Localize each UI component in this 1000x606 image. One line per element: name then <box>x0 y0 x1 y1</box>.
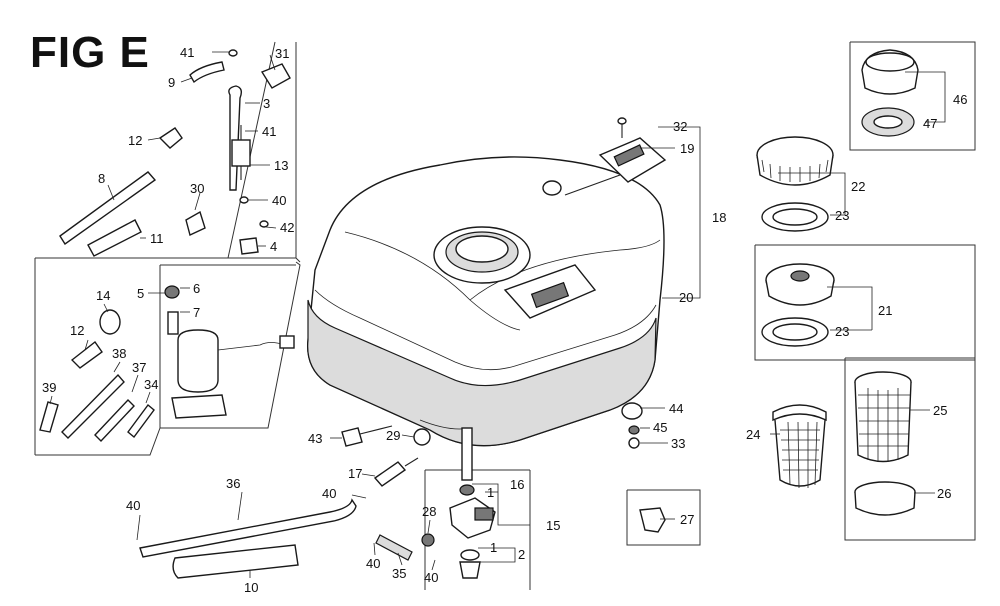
tank-fittings <box>341 402 666 533</box>
label-46: 46 <box>953 92 967 107</box>
label-2: 2 <box>518 547 525 562</box>
filler-cap-21 <box>761 263 835 347</box>
label-1: 1 <box>490 540 497 555</box>
leader-lines <box>49 51 946 578</box>
fuel-hose-35 <box>375 534 413 561</box>
label-15: 15 <box>546 518 560 533</box>
label-37: 37 <box>132 360 146 375</box>
label-12: 12 <box>128 133 142 148</box>
strainer-ring-26 <box>854 481 916 516</box>
fuel-strainer-24 <box>772 404 827 489</box>
label-40: 40 <box>366 556 380 571</box>
part-labels: 41 31 9 3 12 41 13 8 30 40 42 11 4 5 6 7… <box>42 45 967 595</box>
label-35: 35 <box>392 566 406 581</box>
label-20: 20 <box>679 290 693 305</box>
label-40: 40 <box>272 193 286 208</box>
label-4: 4 <box>270 239 277 254</box>
label-43: 43 <box>308 431 322 446</box>
label-40: 40 <box>424 570 438 585</box>
fuel-pump-panel <box>39 285 295 443</box>
fuel-cock <box>421 427 496 579</box>
label-7: 7 <box>193 305 200 320</box>
label-33: 33 <box>671 436 685 451</box>
label-30: 30 <box>190 181 204 196</box>
label-3: 3 <box>263 96 270 111</box>
label-17: 17 <box>348 466 362 481</box>
filler-cap-46 <box>861 49 919 137</box>
filler-cap-22 <box>756 136 834 232</box>
fuel-tank <box>306 156 665 447</box>
label-16: 16 <box>510 477 524 492</box>
label-12: 12 <box>70 323 84 338</box>
fuel-strainer-25 <box>854 371 912 463</box>
label-38: 38 <box>112 346 126 361</box>
label-39: 39 <box>42 380 56 395</box>
label-21: 21 <box>878 303 892 318</box>
label-24: 24 <box>746 427 760 442</box>
label-14: 14 <box>96 288 110 303</box>
label-41: 41 <box>262 124 276 139</box>
fuel-hose-36 <box>139 498 357 558</box>
label-44: 44 <box>669 401 683 416</box>
label-40: 40 <box>322 486 336 501</box>
label-32: 32 <box>673 119 687 134</box>
label-10: 10 <box>244 580 258 595</box>
label-6: 6 <box>193 281 200 296</box>
label-28: 28 <box>422 504 436 519</box>
label-23: 23 <box>835 208 849 223</box>
panel-frames <box>34 41 976 590</box>
label-40: 40 <box>126 498 140 513</box>
label-36: 36 <box>226 476 240 491</box>
label-23: 23 <box>835 324 849 339</box>
label-47: 47 <box>923 116 937 131</box>
label-22: 22 <box>851 179 865 194</box>
figure-title: FIG E <box>30 28 150 77</box>
label-11: 11 <box>150 231 164 246</box>
label-25: 25 <box>933 403 947 418</box>
fuel-gauge <box>542 117 667 196</box>
label-41: 41 <box>180 45 194 60</box>
label-42: 42 <box>280 220 294 235</box>
label-8: 8 <box>98 171 105 186</box>
upper-left-parts <box>59 49 291 257</box>
label-1: 1 <box>487 485 494 500</box>
label-18: 18 <box>712 210 726 225</box>
label-19: 19 <box>680 141 694 156</box>
label-27: 27 <box>680 512 694 527</box>
fuel-hose-10 <box>172 544 299 579</box>
label-29: 29 <box>386 428 400 443</box>
label-45: 45 <box>653 420 667 435</box>
label-31: 31 <box>275 46 289 61</box>
label-5: 5 <box>137 286 144 301</box>
label-26: 26 <box>937 486 951 501</box>
label-13: 13 <box>274 158 288 173</box>
label-9: 9 <box>168 75 175 90</box>
label-34: 34 <box>144 377 158 392</box>
